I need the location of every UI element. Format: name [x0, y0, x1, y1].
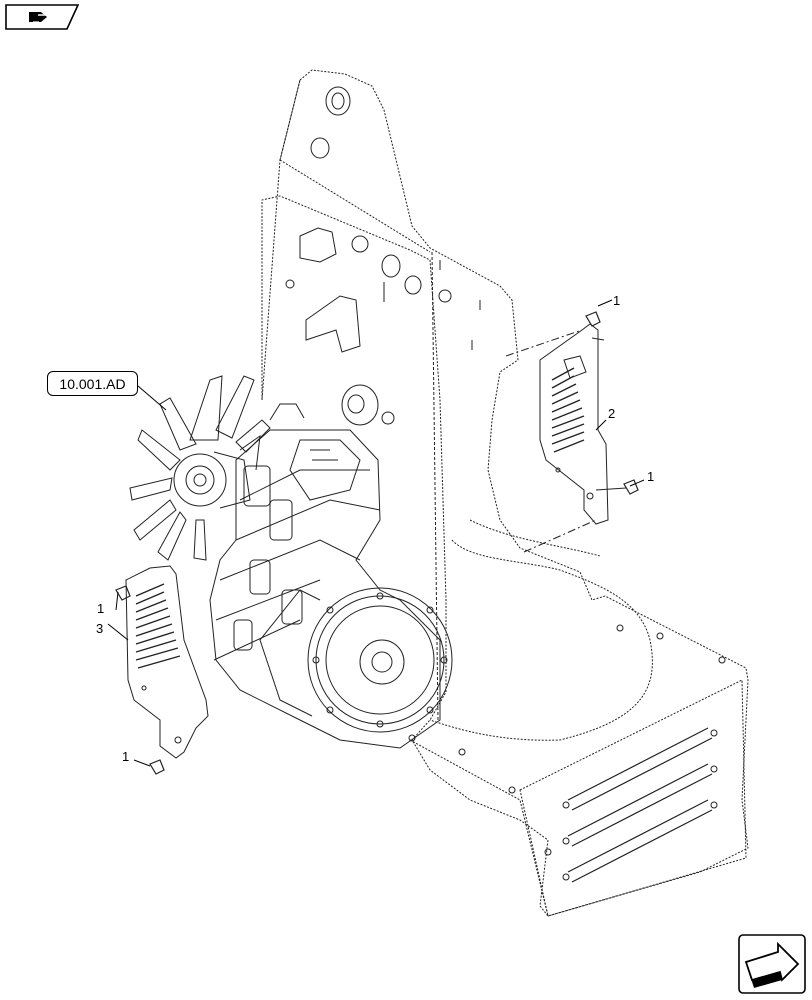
callout-item-1-top-right: 1 — [613, 293, 621, 308]
callout-item-3: 3 — [96, 621, 104, 636]
next-page-button[interactable] — [738, 934, 806, 994]
callout-item-1-mid-right: 1 — [647, 469, 655, 484]
panel-holes — [285, 86, 481, 426]
callout-item-2: 2 — [608, 406, 616, 421]
frame-panel — [261, 69, 749, 917]
cooling-fan — [129, 375, 271, 561]
next-page-arrow-icon — [744, 941, 800, 988]
callout-item-1-left-lower: 1 — [122, 749, 130, 764]
side-shield-left — [125, 565, 209, 759]
hand-pointer-icon — [29, 12, 48, 23]
callout-item-1-left-upper: 1 — [97, 601, 105, 616]
top-nav-badge[interactable] — [5, 4, 79, 30]
bolt-hardware — [115, 311, 639, 775]
base-plate — [408, 624, 747, 917]
engine-assembly — [209, 403, 453, 749]
side-shield-right — [539, 323, 609, 525]
reference-link-10-001-ad[interactable]: 10.001.AD — [47, 371, 138, 396]
leader-lines — [107, 299, 645, 767]
